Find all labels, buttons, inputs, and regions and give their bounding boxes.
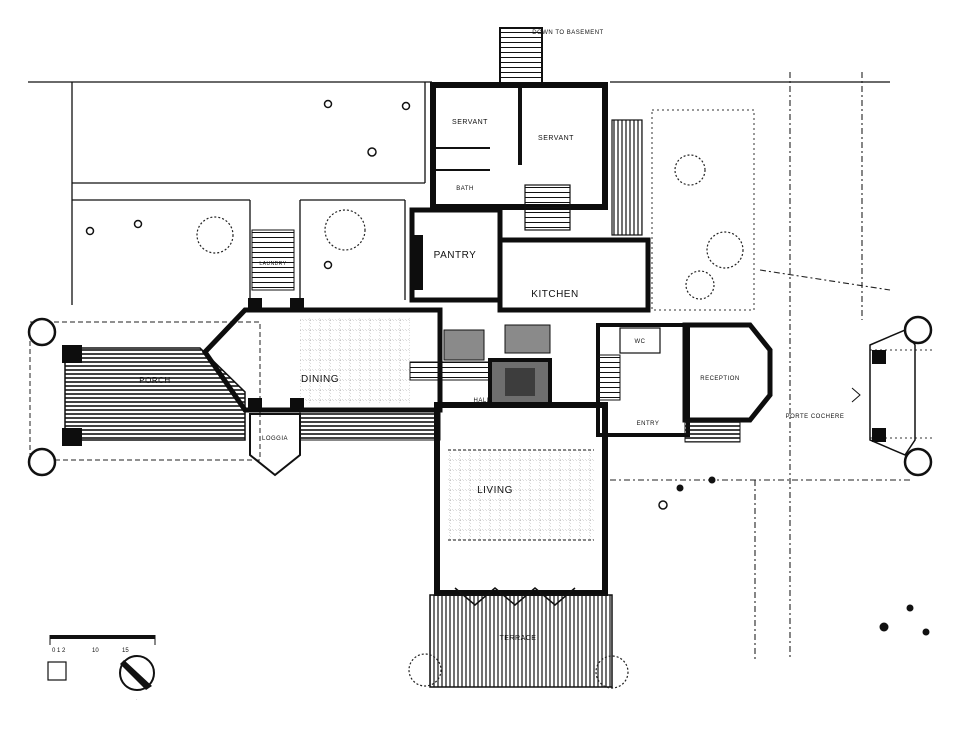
- porte-cochere-label: PORTE COCHERE: [786, 414, 845, 420]
- north-arrow-icon: N: [119, 655, 155, 701]
- servant-1-label: SERVANT: [452, 119, 488, 126]
- servant-2-label: SERVANT: [538, 135, 574, 142]
- living-label: LIVING: [477, 485, 513, 496]
- porte-cochere: PORTE COCHERE: [786, 315, 933, 477]
- kitchen-label: KITCHEN: [531, 289, 578, 300]
- down-to-basement-label: DOWN TO BASEMENT: [532, 30, 603, 36]
- porch: PORCH: [27, 317, 261, 477]
- north-label: N: [136, 699, 137, 701]
- dining: DINING: [201, 298, 443, 413]
- entry-label: ENTRY: [637, 421, 660, 427]
- loggia: LOGGIA: [249, 409, 441, 477]
- wc-label: WC: [635, 339, 646, 345]
- gardens: LAUNDRY: [85, 99, 930, 636]
- service-block: PANTRY KITCHEN: [409, 207, 651, 313]
- terrace-label: TERRACE: [500, 635, 537, 642]
- scale-tick-2: 15: [122, 648, 129, 654]
- scale-tick-1: 10: [92, 648, 99, 654]
- porch-label: PORCH: [139, 376, 170, 385]
- hall-label: HALL: [473, 398, 490, 404]
- pantry-label: PANTRY: [434, 250, 477, 261]
- terrace: TERRACE: [408, 594, 629, 689]
- servant-wing: SERVANT SERVANT BATH DOWN TO BASEMENT: [430, 27, 643, 236]
- loggia-label: LOGGIA: [262, 436, 288, 442]
- living: LIVING: [434, 402, 608, 606]
- reception-label: RECEPTION: [700, 376, 740, 382]
- reception-wing: WC RECEPTION ENTRY: [596, 322, 773, 443]
- dining-label: DINING: [301, 374, 339, 385]
- scale-bar: 0 1 2 10 15: [47, 635, 156, 681]
- scale-tick-0: 0 1 2: [52, 648, 66, 654]
- laundry-label: LAUNDRY: [259, 261, 286, 267]
- bath-label: BATH: [456, 186, 474, 192]
- central-core: HALL: [409, 324, 552, 407]
